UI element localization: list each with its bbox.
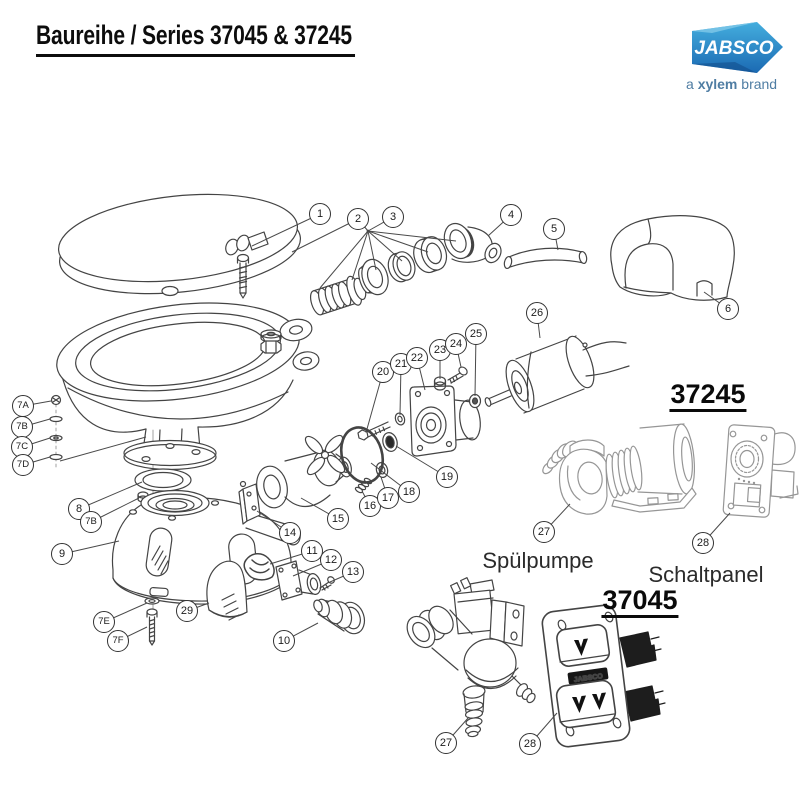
tagline-post: brand: [737, 76, 778, 92]
jabsco-logo-icon: JABSCO: [692, 22, 783, 73]
callout-17: 17: [377, 487, 399, 509]
schaltpanel-caption: Schaltpanel: [648, 562, 764, 587]
callout-10: 10: [273, 630, 295, 652]
callout-26: 26: [526, 302, 548, 324]
callout-3: 3: [382, 206, 404, 228]
bracket-drawing: [238, 480, 261, 525]
tagline-brand: xylem: [697, 76, 738, 92]
page-title: Baureihe / Series 37045 & 37245: [36, 20, 356, 57]
logo-brand-text: JABSCO: [694, 38, 773, 59]
solenoid-valve-drawing: [406, 577, 536, 738]
callout-24: 24: [445, 333, 467, 355]
callout-7B-2: 7B: [80, 511, 102, 533]
spuelpumpe-drawing: [542, 423, 697, 515]
motor-flange-drawing: [409, 385, 481, 457]
tagline-pre: a: [686, 76, 698, 92]
motor-hardware-drawing: [433, 366, 482, 409]
callout-5: 5: [543, 218, 565, 240]
callout-12: 12: [320, 549, 342, 571]
callout-7F: 7F: [107, 630, 129, 652]
callout-6: 6: [717, 298, 739, 320]
callout-7B: 7B: [11, 416, 33, 438]
callout-28-schaltpanel: 28: [692, 532, 714, 554]
callout-2: 2: [347, 208, 369, 230]
pump-housing-drawing: [256, 434, 352, 509]
seat-lid-drawing: [57, 193, 302, 299]
logo-tagline: a xylem brand: [686, 76, 777, 92]
plug-fitting-drawing: [313, 598, 366, 635]
callout-7E: 7E: [93, 611, 115, 633]
spuelpumpe-caption: Spülpumpe: [482, 548, 594, 573]
callout-18: 18: [398, 481, 420, 503]
pump-cover-drawing: [610, 215, 735, 301]
callout-1: 1: [309, 203, 331, 225]
callout-7A: 7A: [12, 395, 34, 417]
series-37245-heading: 37245: [669, 381, 747, 412]
callout-25: 25: [465, 323, 487, 345]
hose-drawing: [503, 247, 588, 270]
callout-27-spuelpumpe: 27: [533, 521, 555, 543]
schaltpanel-drawing: [722, 424, 799, 518]
callout-19: 19: [436, 466, 458, 488]
motor-drawing: [484, 335, 630, 414]
callout-13: 13: [342, 561, 364, 583]
series-37045-heading: 37045: [601, 587, 679, 618]
callout-4: 4: [500, 204, 522, 226]
base-screw-drawing: [144, 597, 160, 646]
flange-screw-drawing: [357, 412, 406, 441]
callout-9: 9: [51, 543, 73, 565]
callout-7C: 7C: [11, 436, 33, 458]
elbow-fitting-drawing: [443, 222, 502, 264]
callout-22: 22: [406, 347, 428, 369]
callout-29: 29: [176, 600, 198, 622]
seat-fasteners-drawing: [49, 394, 63, 461]
callout-7D: 7D: [12, 454, 34, 476]
callout-15: 15: [327, 508, 349, 530]
base-gasket-drawing: [134, 468, 192, 503]
callout-28-panel: 28: [519, 733, 541, 755]
bell-cover-drawing: [206, 560, 248, 621]
callout-27-valve: 27: [435, 732, 457, 754]
callout-14: 14: [279, 522, 301, 544]
discharge-parts-drawing: [243, 553, 335, 601]
switch-panel-drawing: JABSCO: [541, 604, 666, 748]
toilet-bowl-drawing: [56, 302, 320, 471]
pump-seals-drawing: [339, 426, 398, 494]
